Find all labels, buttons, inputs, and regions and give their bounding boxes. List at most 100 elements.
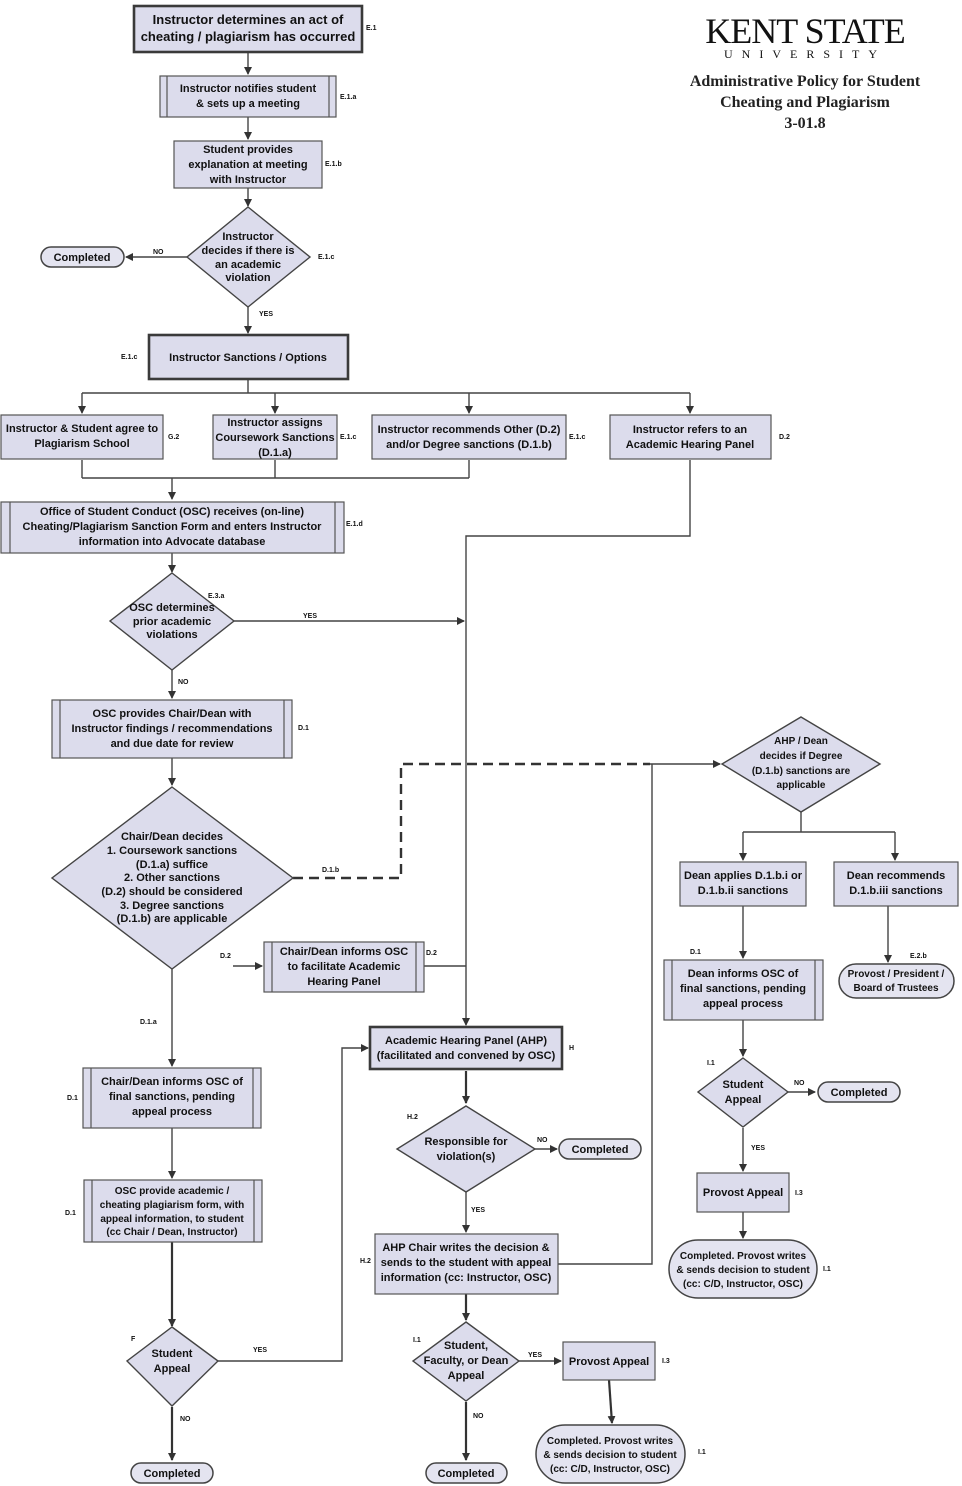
ref-label: H.2 bbox=[360, 1258, 371, 1265]
node-informs-final-line-1: Chair/Dean informs OSC of bbox=[101, 1076, 243, 1088]
node-sanctions-text: Instructor Sanctions / Options bbox=[169, 352, 327, 364]
node-appeal-right-line-2: Appeal bbox=[725, 1094, 762, 1106]
title-line-1: Administrative Policy for Student bbox=[690, 73, 921, 90]
node-ahp-line-2: (facilitated and convened by OSC) bbox=[377, 1050, 556, 1062]
node-student-appeal-left: Student Appeal F bbox=[125, 1326, 220, 1407]
node-plag-school: Instructor & Student agree to Plagiarism… bbox=[0, 414, 179, 460]
node-responsible-line-2: violation(s) bbox=[437, 1151, 496, 1163]
ref-label: E.1.d bbox=[346, 521, 363, 528]
node-ahp-chair-line-3: information (cc: Instructor, OSC) bbox=[381, 1272, 552, 1284]
ref-label: E.2.b bbox=[910, 953, 927, 960]
ref-label: E.1.a bbox=[340, 94, 356, 101]
node-responsible-line-1: Responsible for bbox=[424, 1136, 508, 1148]
node-ahp-dean-decides: AHP / Dean decides if Degree (D.1.b) san… bbox=[720, 716, 882, 813]
node-osc-provide-form: OSC provide academic / cheating plagiari… bbox=[65, 1179, 263, 1243]
node-plag-line-2: Plagiarism School bbox=[34, 438, 129, 450]
title-line-2: Cheating and Plagiarism bbox=[720, 94, 890, 111]
node-completed-1: Completed bbox=[40, 246, 125, 268]
node-dean-informs: Dean informs OSC of final sanctions, pen… bbox=[663, 949, 824, 1021]
node-chair-informs-ahp: Chair/Dean informs OSC to facilitate Aca… bbox=[263, 941, 437, 993]
node-chair-line-5: (D.2) should be considered bbox=[101, 886, 242, 898]
node-sfd-line-1: Student, bbox=[444, 1340, 488, 1352]
node-explain: Student provides explanation at meeting … bbox=[173, 140, 342, 189]
node-notify: Instructor notifies student & sets up a … bbox=[159, 75, 356, 118]
node-dean-applies: Dean applies D.1.b.i or D.1.b.ii sanctio… bbox=[679, 861, 807, 907]
node-osc-provides: OSC provides Chair/Dean with Instructor … bbox=[51, 699, 309, 759]
node-sfd-line-2: Faculty, or Dean bbox=[424, 1355, 509, 1367]
ref-label: D.2 bbox=[779, 434, 790, 441]
ref-label: F bbox=[131, 1336, 136, 1343]
node-chair-line-2: 1. Coursework sanctions bbox=[107, 845, 237, 857]
label-no: NO bbox=[178, 679, 189, 686]
node-ahp-chair-line-2: sends to the student with appeal bbox=[381, 1257, 552, 1269]
node-completed-1-text: Completed bbox=[54, 252, 111, 264]
node-provost-mid-text: Provost Appeal bbox=[569, 1356, 649, 1368]
ref-label: I.1 bbox=[707, 1060, 715, 1067]
node-osc-prior: OSC determines prior academic violations… bbox=[108, 572, 236, 671]
node-osc-provides-line-3: and due date for review bbox=[111, 738, 234, 750]
node-writes-right-line-1: Completed. Provost writes bbox=[680, 1251, 807, 1262]
node-dean-recommends: Dean recommends D.1.b.iii sanctions bbox=[833, 861, 959, 907]
ref-label: H bbox=[569, 1045, 574, 1052]
node-completed-mid2: Completed bbox=[425, 1462, 508, 1484]
node-decide-line-3: an academic bbox=[215, 259, 281, 271]
node-informs-final-line-3: appeal process bbox=[132, 1106, 212, 1118]
node-ahp: Academic Hearing Panel (AHP) (facilitate… bbox=[368, 1025, 574, 1071]
ref-label: D.1 bbox=[65, 1210, 76, 1217]
ref-label: G.2 bbox=[168, 434, 179, 441]
node-completed-right-text: Completed bbox=[831, 1087, 888, 1099]
node-notify-line-1: Instructor notifies student bbox=[180, 83, 317, 95]
node-writes-right-line-2: & sends decision to student bbox=[676, 1265, 810, 1276]
node-explain-line-1: Student provides bbox=[203, 144, 293, 156]
label-no: NO bbox=[153, 249, 164, 256]
ref-label: E.1.c bbox=[569, 434, 585, 441]
node-dean-recommends-line-2: D.1.b.iii sanctions bbox=[849, 885, 943, 897]
ref-label: D.1.a bbox=[140, 1019, 157, 1026]
node-recommends: Instructor recommends Other (D.2) and/or… bbox=[371, 414, 585, 460]
label-no: NO bbox=[473, 1413, 484, 1420]
title-line-3: 3-01.8 bbox=[784, 115, 825, 132]
node-completed-mid1-text: Completed bbox=[572, 1144, 629, 1156]
node-appeal-left-line-2: Appeal bbox=[154, 1363, 191, 1375]
node-dean-applies-line-1: Dean applies D.1.b.i or bbox=[684, 870, 803, 882]
node-chair-line-4: 2. Other sanctions bbox=[124, 872, 220, 884]
node-ahp-chair: AHP Chair writes the decision & sends to… bbox=[360, 1233, 559, 1295]
ref-label: I.1 bbox=[413, 1337, 421, 1344]
node-form-line-1: OSC provide academic / bbox=[115, 1186, 230, 1197]
node-assigns: Instructor assigns Coursework Sanctions … bbox=[212, 414, 356, 460]
node-sanctions: Instructor Sanctions / Options E.1.c bbox=[121, 333, 350, 381]
ref-label: E.1.c bbox=[318, 254, 334, 261]
node-writes-right-line-3: (cc: C/D, Instructor, OSC) bbox=[683, 1279, 803, 1290]
node-completed-left: Completed bbox=[130, 1462, 214, 1484]
node-plag-line-1: Instructor & Student agree to bbox=[6, 423, 158, 435]
ref-label: I.3 bbox=[795, 1190, 803, 1197]
node-provost-president: Provost / President / Board of Trustees … bbox=[838, 953, 955, 999]
node-decide-line-2: decides if there is bbox=[202, 245, 295, 257]
logo-wordmark: KENT STATE bbox=[705, 11, 904, 51]
node-osc-receives-line-3: information into Advocate database bbox=[79, 536, 266, 548]
node-chair-line-6: 3. Degree sanctions bbox=[120, 900, 224, 912]
ref-label: D.2 bbox=[220, 953, 231, 960]
label-yes: YES bbox=[751, 1145, 765, 1152]
connectors bbox=[78, 52, 899, 1461]
node-sfd-line-3: Appeal bbox=[448, 1370, 485, 1382]
ref-label: E.1.c bbox=[340, 434, 356, 441]
node-writes-mid-line-1: Completed. Provost writes bbox=[547, 1436, 674, 1447]
node-informs-ahp-line-1: Chair/Dean informs OSC bbox=[280, 946, 408, 958]
node-informs-final-line-2: final sanctions, pending bbox=[109, 1091, 235, 1103]
node-form-line-4: (cc Chair / Dean, Instructor) bbox=[106, 1227, 237, 1238]
node-recommends-line-2: and/or Degree sanctions (D.1.b) bbox=[386, 439, 552, 451]
node-refers-line-2: Academic Hearing Panel bbox=[626, 439, 754, 451]
node-dean-decides-line-2: decides if Degree bbox=[760, 751, 843, 762]
node-appeal-left-line-1: Student bbox=[152, 1348, 193, 1360]
node-dean-decides-line-1: AHP / Dean bbox=[774, 736, 828, 747]
label-yes: YES bbox=[259, 311, 273, 318]
node-completed-mid1: Completed bbox=[558, 1138, 642, 1160]
node-decide-line-4: violation bbox=[225, 272, 271, 284]
label-no: NO bbox=[794, 1080, 805, 1087]
node-osc-receives-line-2: Cheating/Plagiarism Sanction Form and en… bbox=[23, 521, 323, 533]
node-ahp-line-1: Academic Hearing Panel (AHP) bbox=[385, 1035, 547, 1047]
ref-label: I.1 bbox=[698, 1449, 706, 1456]
node-dean-recommends-line-1: Dean recommends bbox=[847, 870, 945, 882]
